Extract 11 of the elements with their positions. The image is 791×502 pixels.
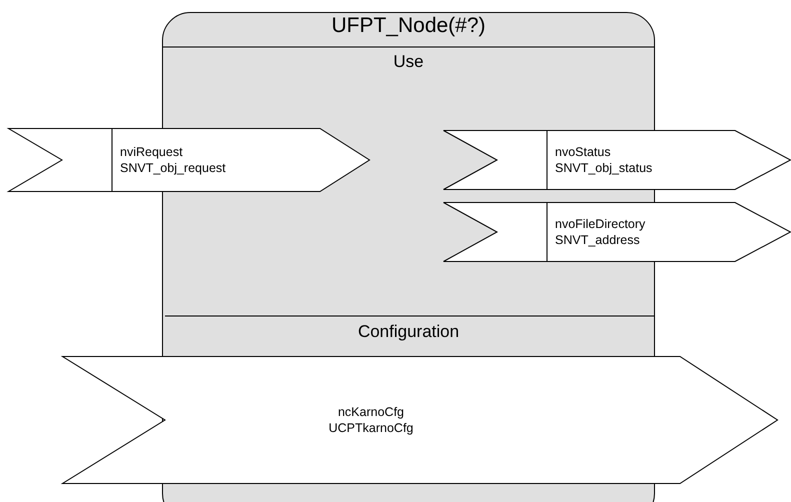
- variable-name: ncKarnoCfg: [338, 404, 404, 420]
- section-heading: Configuration: [356, 322, 460, 342]
- variable-type: SNVT_obj_status: [555, 160, 652, 176]
- variable-name: nviRequest: [120, 144, 183, 160]
- variable-name: nvoFileDirectory: [555, 216, 646, 232]
- variable-type: UCPTkarnoCfg: [328, 420, 414, 436]
- block-title: UFPT_Node(#?): [330, 14, 487, 38]
- section-heading: Use: [392, 52, 425, 72]
- variable-name: nvoStatus: [555, 144, 611, 160]
- variable-type: SNVT_address: [555, 232, 640, 248]
- variable-type: SNVT_obj_request: [120, 160, 226, 176]
